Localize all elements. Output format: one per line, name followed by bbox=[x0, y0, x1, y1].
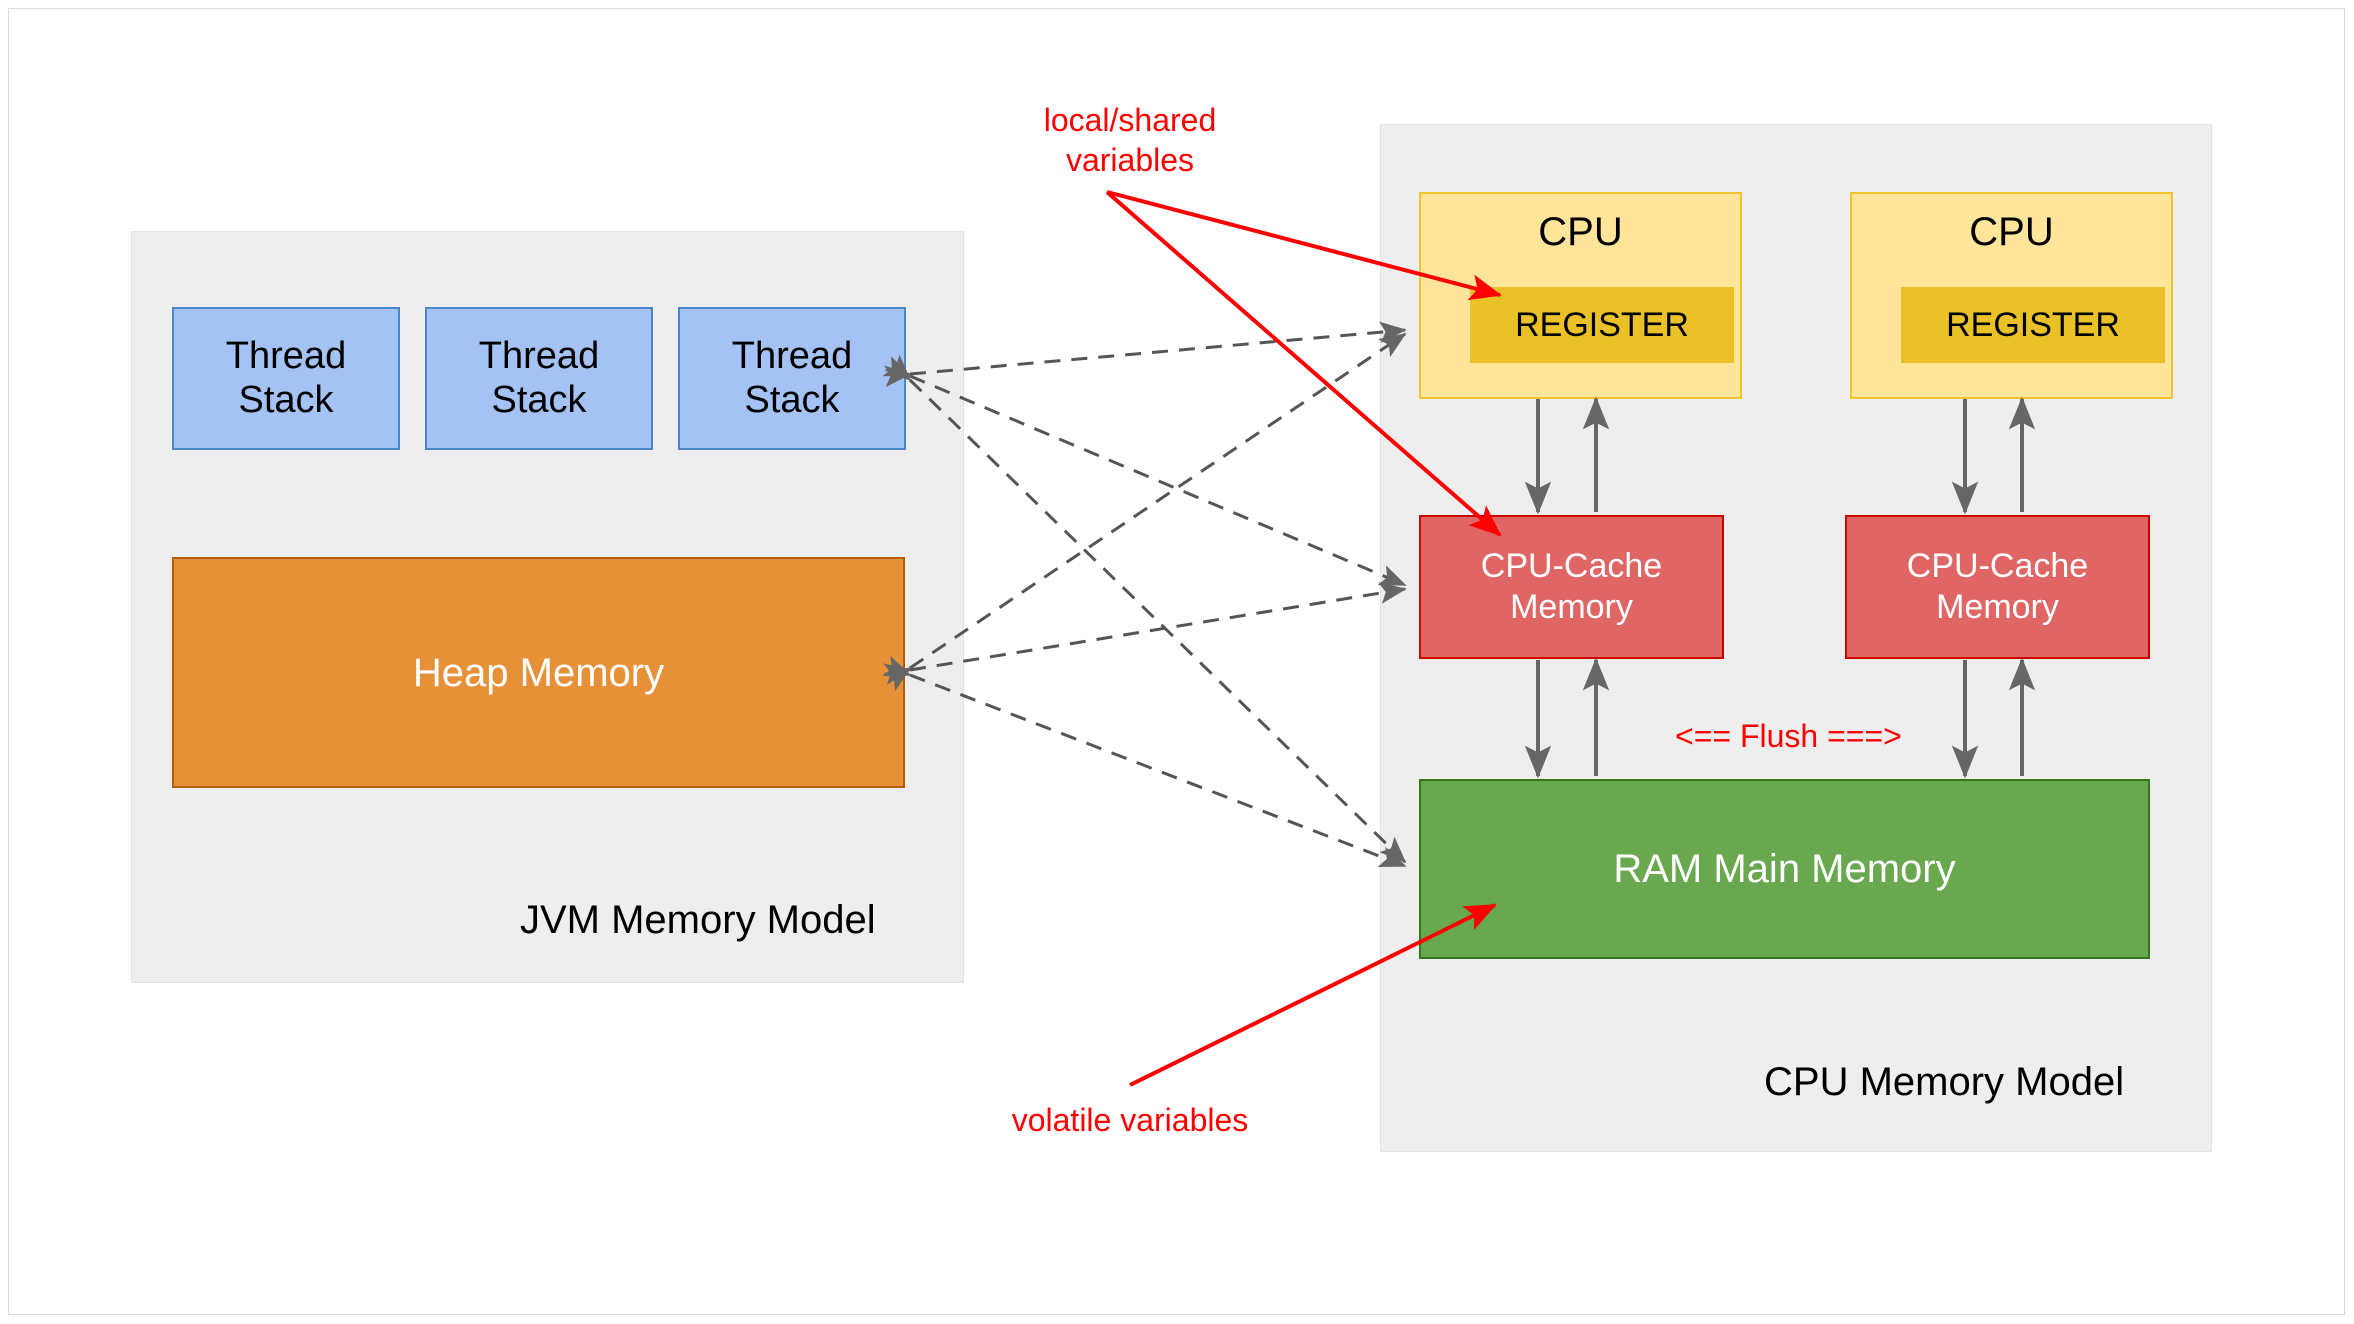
thread-stack-box-1[interactable]: Thread Stack bbox=[172, 307, 400, 450]
thread-stack-label-3: Thread Stack bbox=[731, 334, 853, 421]
cpu-cache-label-1: CPU-Cache Memory bbox=[1480, 547, 1663, 626]
thread-stack-label-1: Thread Stack bbox=[225, 334, 347, 421]
cpu-cache-memory-box-1[interactable]: CPU-Cache Memory bbox=[1419, 515, 1724, 659]
jvm-memory-model-title: JVM Memory Model bbox=[520, 898, 876, 942]
heap-memory-box[interactable]: Heap Memory bbox=[172, 557, 905, 788]
ram-main-memory-label: RAM Main Memory bbox=[1613, 846, 1956, 891]
register-box-2[interactable]: REGISTER bbox=[1901, 287, 2165, 363]
cpu-box-1[interactable]: CPU REGISTER bbox=[1419, 192, 1742, 399]
volatile-variables-annotation: volatile variables bbox=[1011, 1102, 1249, 1138]
ram-main-memory-box[interactable]: RAM Main Memory bbox=[1419, 779, 2150, 959]
register-box-1[interactable]: REGISTER bbox=[1470, 287, 1734, 363]
cpu-cache-memory-box-2[interactable]: CPU-Cache Memory bbox=[1845, 515, 2150, 659]
cpu-memory-model-title: CPU Memory Model bbox=[1764, 1060, 2125, 1104]
register-label-1: REGISTER bbox=[1515, 305, 1689, 344]
thread-stack-label-2: Thread Stack bbox=[478, 334, 600, 421]
cpu-label-2: CPU bbox=[1969, 210, 2054, 254]
cpu-box-2[interactable]: CPU REGISTER bbox=[1850, 192, 2173, 399]
flush-label: <== Flush ===> bbox=[1675, 718, 1902, 754]
thread-stack-box-3[interactable]: Thread Stack bbox=[678, 307, 906, 450]
heap-memory-label: Heap Memory bbox=[412, 650, 665, 695]
local-shared-variables-annotation: local/shared variables bbox=[1043, 102, 1217, 178]
cpu-cache-label-2: CPU-Cache Memory bbox=[1906, 547, 2089, 626]
thread-stack-box-2[interactable]: Thread Stack bbox=[425, 307, 653, 450]
register-label-2: REGISTER bbox=[1946, 305, 2120, 344]
cpu-label-1: CPU bbox=[1538, 210, 1623, 254]
